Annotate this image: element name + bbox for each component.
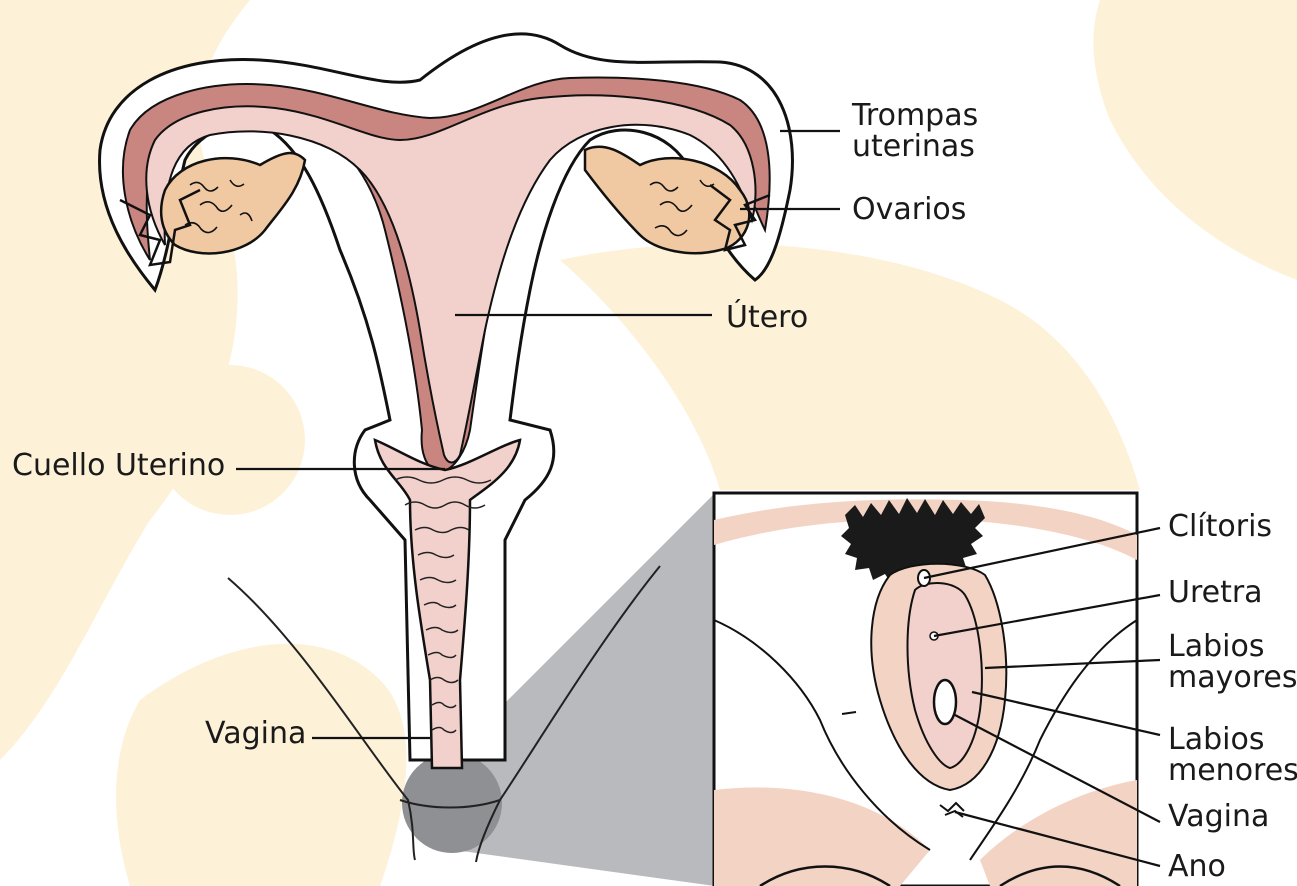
label-labios-mayores: Labios mayores	[1168, 631, 1297, 693]
label-trompas-uterinas: Trompas uterinas	[852, 100, 978, 162]
background-blob-bottom	[116, 644, 406, 886]
label-cuello-uterino: Cuello Uterino	[12, 450, 225, 481]
label-vagina-left: Vagina	[205, 718, 306, 749]
label-clitoris: Clítoris	[1168, 511, 1272, 542]
label-labios-menores-line2: menores	[1168, 755, 1297, 786]
label-labios-mayores-line1: Labios	[1168, 631, 1297, 662]
label-uretra: Uretra	[1168, 577, 1263, 608]
label-labios-menores: Labios menores	[1168, 724, 1297, 786]
background-blob-center	[560, 244, 1140, 490]
label-labios-mayores-line2: mayores	[1168, 662, 1297, 693]
label-trompas-line1: Trompas	[852, 100, 978, 131]
vaginal-opening	[934, 680, 956, 724]
background-blob-right	[1093, 0, 1297, 280]
label-ano: Ano	[1168, 851, 1226, 882]
label-trompas-line2: uterinas	[852, 131, 978, 162]
background-blob-circle	[155, 365, 305, 515]
label-labios-menores-line1: Labios	[1168, 724, 1297, 755]
label-vagina-right: Vagina	[1168, 801, 1269, 832]
vulva-inset	[714, 493, 1137, 886]
label-utero: Útero	[726, 302, 808, 333]
label-ovarios: Ovarios	[852, 194, 966, 225]
